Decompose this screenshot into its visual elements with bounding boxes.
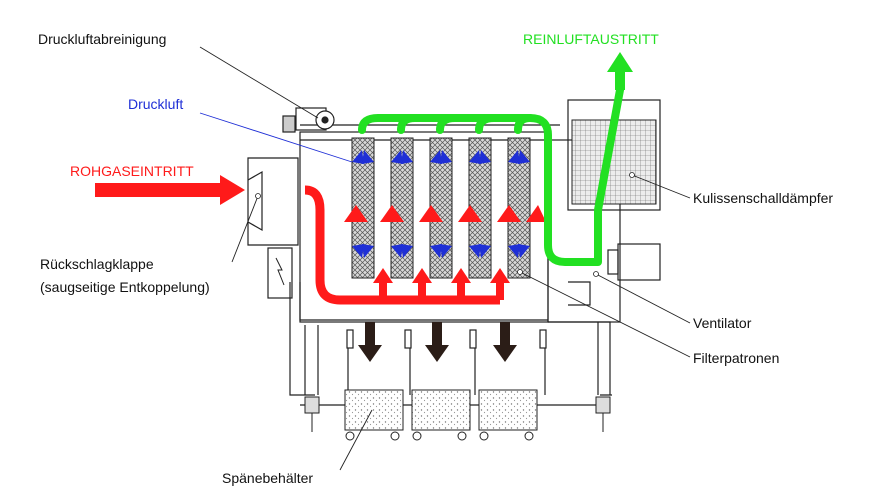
leader-lines [199,46,691,471]
label-entkoppelung: (saugseitige Entkoppelung) [40,279,210,295]
compressed-air-valve [282,110,335,133]
label-ventilator: Ventilator [693,315,752,331]
chip-container [411,389,471,431]
label-rohgaseintritt: ROHGASEINTRITT [70,163,194,179]
label-rueckschlagklappe: Rückschlagklappe [40,256,154,272]
label-druckluftabreinigung: Druckluftabreinigung [38,31,167,47]
filter-cartridge [351,137,375,279]
label-druckluft: Druckluft [128,96,184,112]
filter-cartridges [351,137,531,279]
label-reinluftaustritt: REINLUFTAUSTRITT [523,31,659,47]
compressed-air-arrows [352,150,530,258]
raw-gas-flow [304,185,500,305]
raw-gas-inlet-arrow [95,175,245,205]
leader-dots [255,172,635,277]
casters [304,396,611,441]
clean-air-outlet-arrow [607,52,633,90]
clean-air-flow [358,86,624,266]
label-kulissenschalldaempfer: Kulissenschalldämpfer [693,190,834,206]
label-spaenebehaelter: Spänebehälter [222,470,314,486]
chip-containers [344,389,538,431]
raw-gas-arrows [95,175,546,300]
chip-container [344,389,404,431]
chip-fall-arrows [358,322,517,362]
label-filterpatronen: Filterpatronen [693,350,780,366]
chip-container [478,389,538,431]
